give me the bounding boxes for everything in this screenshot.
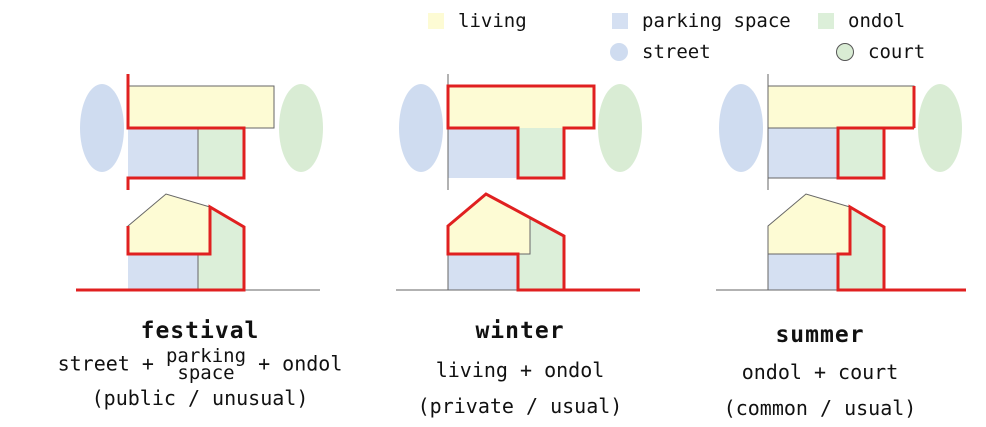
legend-street: street xyxy=(610,41,711,63)
legend-parking: parking space xyxy=(612,10,791,32)
formula-stack-bottom: space xyxy=(177,362,235,384)
street-swatch xyxy=(610,43,628,61)
active-zone-outline xyxy=(836,126,914,180)
legend-street-label: street xyxy=(642,41,711,63)
ondol-room xyxy=(518,128,564,178)
summer-caption: summer ondol + court (common / usual) xyxy=(660,322,980,420)
active-section-outline xyxy=(76,204,246,292)
legend-parking-label: parking space xyxy=(642,10,791,32)
winter-note: (private / usual) xyxy=(417,394,623,418)
summer-formula: ondol + court xyxy=(741,360,899,384)
legend-living: living xyxy=(428,10,527,32)
living-room xyxy=(767,85,915,129)
parking-swatch xyxy=(612,13,628,29)
active-section-outline xyxy=(836,204,886,292)
festival-title: festival xyxy=(140,318,260,344)
parking-space xyxy=(767,127,839,179)
formula-stack-top: parking xyxy=(165,345,247,367)
formula-end: + ondol xyxy=(258,351,343,376)
summer-plan xyxy=(719,74,962,190)
ondol-room xyxy=(838,128,884,178)
active-zone-outline xyxy=(446,84,596,180)
living-section xyxy=(127,193,211,255)
winter-formula: living + ondol xyxy=(435,358,605,382)
ondol-room xyxy=(198,128,244,178)
living-swatch xyxy=(428,13,444,29)
festival-note: (public / unusual) xyxy=(91,386,309,410)
winter-section xyxy=(396,192,640,292)
summer-note: (common / usual) xyxy=(723,396,917,420)
winter-caption: winter living + ondol (private / usual) xyxy=(340,318,700,418)
formula-stack: parking space xyxy=(165,345,247,384)
festival-caption: festival street + parking space + ondol … xyxy=(20,318,380,410)
ondol-swatch xyxy=(818,13,834,29)
street-oval xyxy=(80,84,124,172)
legend-court-label: court xyxy=(868,41,926,63)
parking-space xyxy=(128,128,198,178)
living-room xyxy=(127,85,275,129)
summer-title: summer xyxy=(775,322,865,348)
festival-formula: street + parking space + ondol xyxy=(20,345,380,384)
legend-living-label: living xyxy=(458,10,527,32)
festival-plan xyxy=(80,74,323,190)
legend-court: court xyxy=(836,41,925,63)
active-section-outline xyxy=(446,192,566,292)
living-room xyxy=(448,86,594,128)
parking-section xyxy=(767,253,839,291)
court-oval xyxy=(279,84,323,172)
parking-section xyxy=(447,253,519,291)
court-swatch xyxy=(836,43,854,61)
court-oval xyxy=(918,84,962,172)
street-oval xyxy=(719,84,763,172)
parking-space xyxy=(448,128,518,178)
living-section xyxy=(448,194,530,254)
court-oval xyxy=(598,84,642,172)
parking-section xyxy=(128,254,198,290)
legend-ondol: ondol xyxy=(818,10,905,32)
winter-plan xyxy=(399,74,642,190)
winter-title: winter xyxy=(475,318,565,344)
summer-section xyxy=(716,193,966,292)
formula-start: street + xyxy=(57,351,154,376)
legend-ondol-label: ondol xyxy=(848,10,906,32)
ondol-section xyxy=(838,207,884,290)
festival-section xyxy=(76,193,320,292)
living-section xyxy=(767,193,851,255)
street-oval xyxy=(399,84,443,172)
active-zone-outline xyxy=(126,74,246,190)
ondol-section xyxy=(198,207,244,290)
